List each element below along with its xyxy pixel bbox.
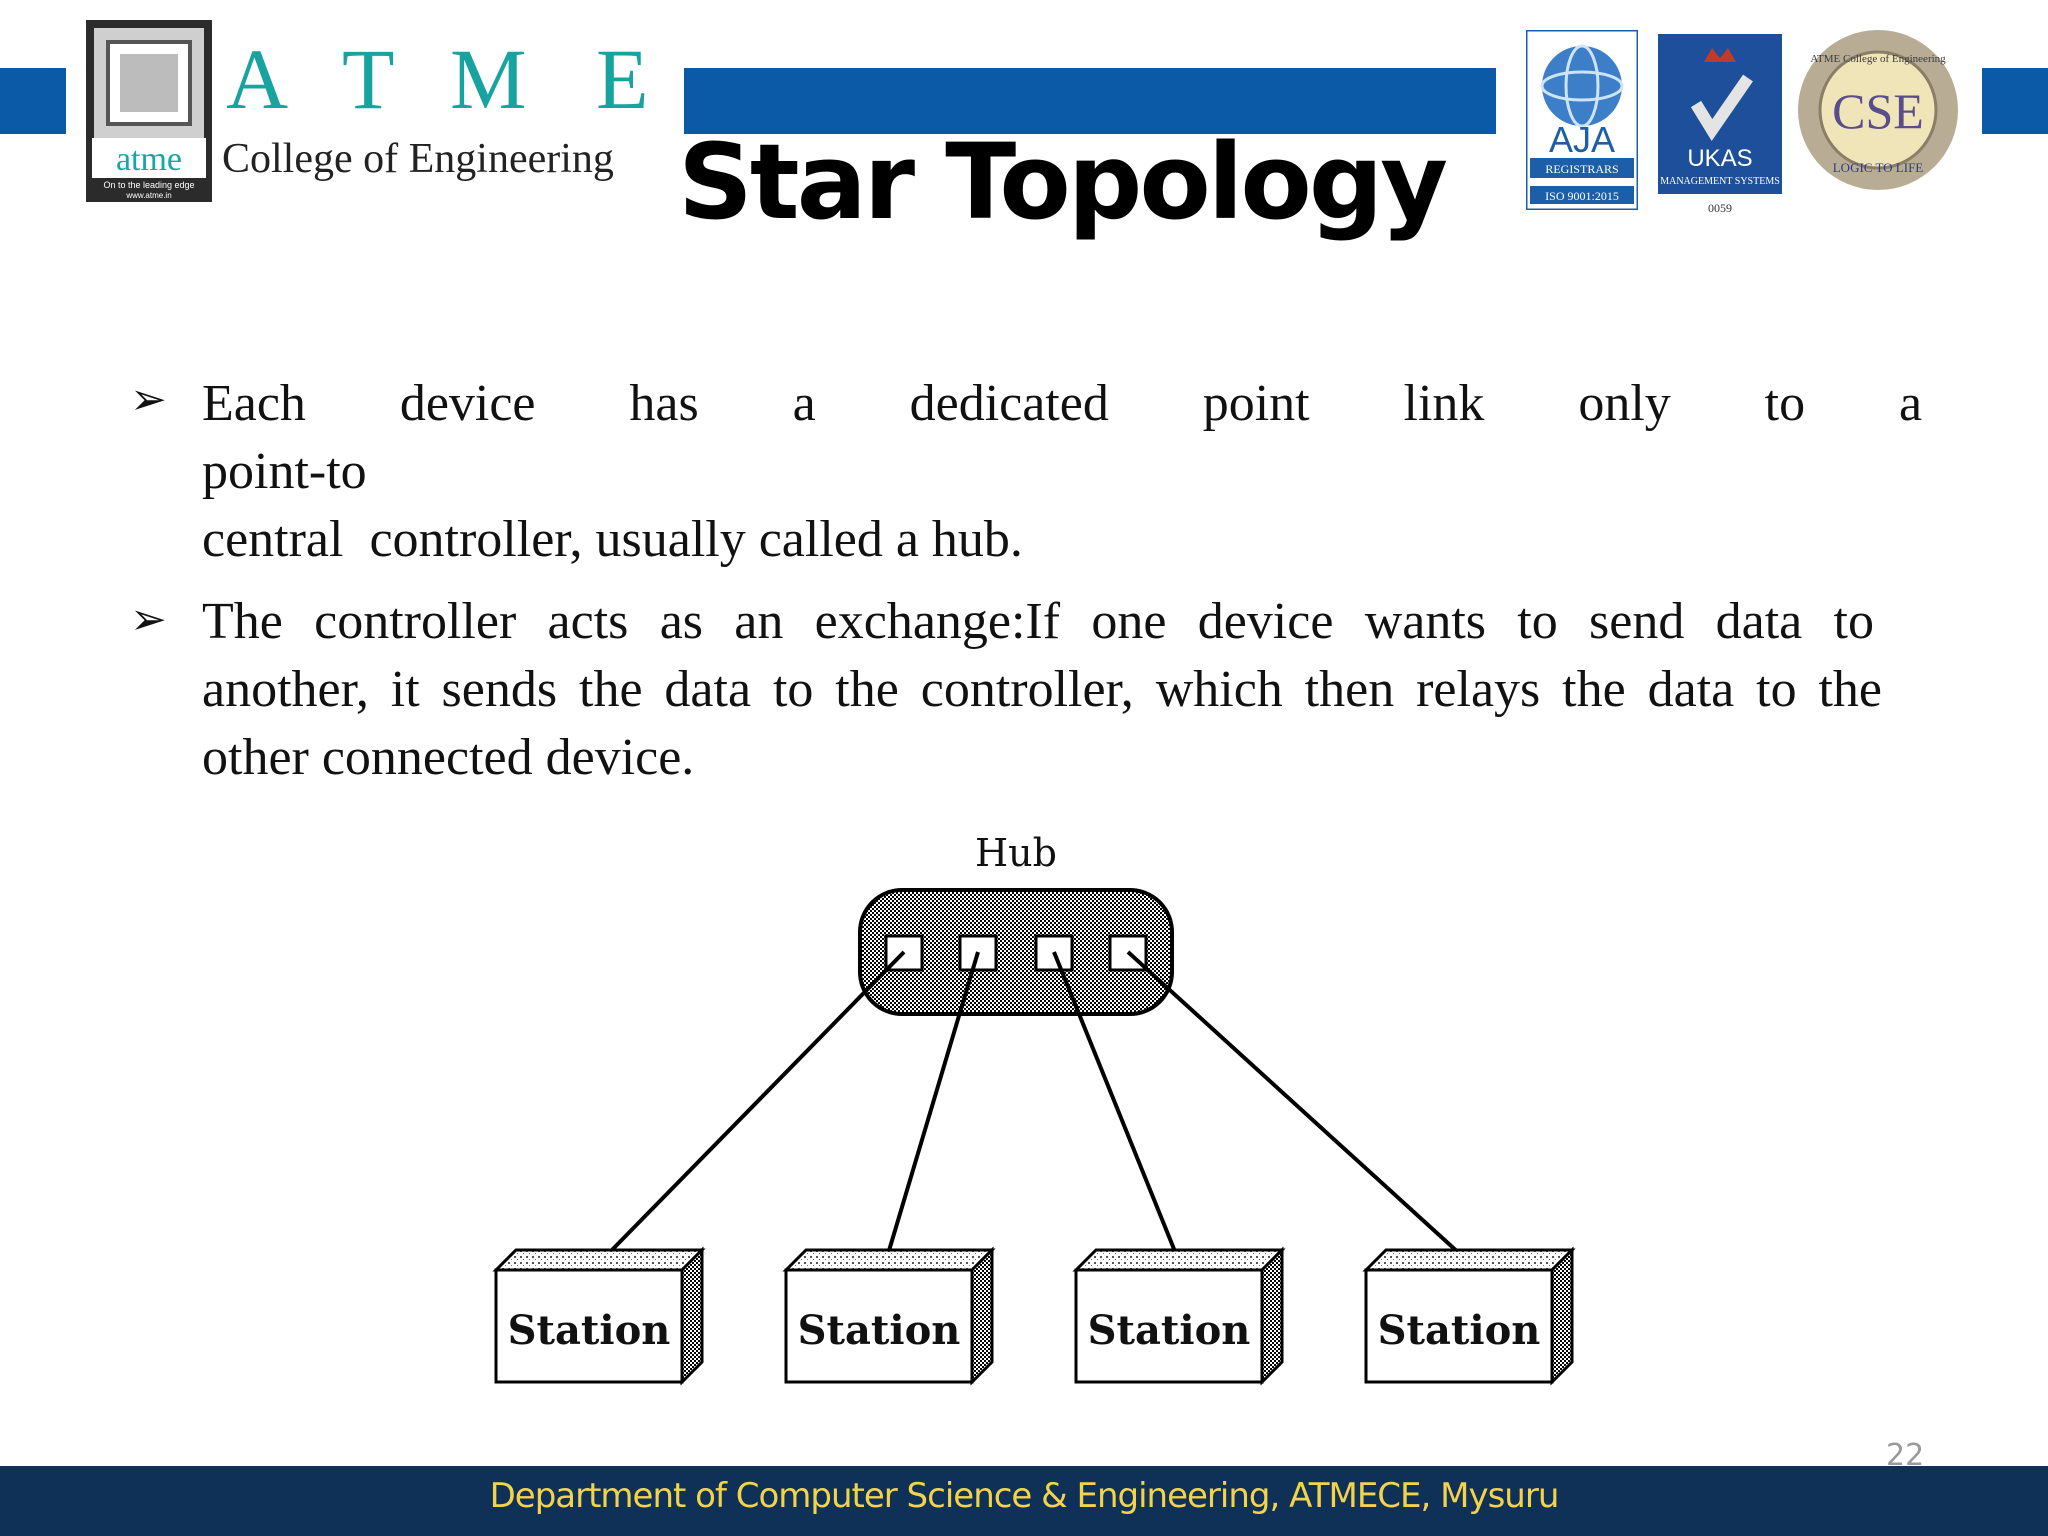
svg-text:M: M bbox=[450, 31, 526, 127]
ukas-logo: UKAS MANAGEMENT SYSTEMS 0059 bbox=[1658, 34, 1782, 224]
header-bar-left bbox=[0, 68, 66, 134]
svg-text:ATME College of Engineering: ATME College of Engineering bbox=[1810, 53, 1946, 65]
footer-text: Department of Computer Science & Enginee… bbox=[489, 1476, 1560, 1516]
svg-text:www.atme.in: www.atme.in bbox=[125, 191, 171, 200]
svg-text:atme: atme bbox=[116, 141, 182, 178]
svg-text:On to the leading edge: On to the leading edge bbox=[103, 180, 194, 190]
slide-title: Star Topology bbox=[678, 121, 1448, 243]
station-label: Station bbox=[798, 1307, 961, 1354]
station-node: Station bbox=[784, 1248, 994, 1384]
bullet-1-line-3: central controller, usually called a hub… bbox=[202, 511, 1023, 568]
header-bar-right bbox=[1982, 68, 2048, 134]
svg-text:UKAS: UKAS bbox=[1687, 145, 1752, 172]
link-line bbox=[1052, 951, 1178, 1255]
svg-text:MANAGEMENT SYSTEMS: MANAGEMENT SYSTEMS bbox=[1660, 176, 1780, 187]
hub-port bbox=[1108, 934, 1148, 972]
svg-text:REGISTRARS: REGISTRARS bbox=[1545, 162, 1618, 176]
college-logo-graphic: atme On to the leading edge www.atme.in … bbox=[86, 20, 649, 202]
bullet-2-line-2: another, it sends the data to the contro… bbox=[202, 661, 1882, 718]
svg-text:A: A bbox=[226, 31, 288, 127]
link-line bbox=[1126, 950, 1462, 1256]
station-label: Station bbox=[1088, 1307, 1251, 1354]
station-node: Station bbox=[1074, 1248, 1284, 1384]
svg-text:0059: 0059 bbox=[1708, 201, 1732, 215]
station-node: Station bbox=[494, 1248, 704, 1384]
bullet-1-line-2: point-to bbox=[202, 443, 367, 500]
station-label: Station bbox=[1378, 1307, 1541, 1354]
svg-text:T: T bbox=[342, 31, 395, 127]
link-line bbox=[886, 951, 980, 1255]
svg-text:LOGIC TO LIFE: LOGIC TO LIFE bbox=[1833, 160, 1924, 175]
bullet-2-line-3: other connected device. bbox=[202, 729, 695, 786]
header-bar-center bbox=[684, 68, 1496, 134]
link-line bbox=[606, 950, 906, 1256]
cse-logo: CSE ATME College of Engineering LOGIC TO… bbox=[1794, 26, 1962, 194]
hub-box bbox=[858, 888, 1174, 1016]
svg-text:College of Engineering: College of Engineering bbox=[222, 136, 614, 182]
bullet-arrow-icon: ➢ bbox=[130, 595, 167, 644]
hub-label: Hub bbox=[975, 831, 1057, 875]
station-node: Station bbox=[1364, 1248, 1574, 1384]
svg-text:AJA: AJA bbox=[1549, 119, 1615, 160]
bullet-1-line-1: Each device has a dedicated point link o… bbox=[202, 375, 1923, 432]
footer-bar: Department of Computer Science & Enginee… bbox=[0, 1466, 2048, 1536]
bullet-arrow-icon: ➢ bbox=[130, 375, 167, 424]
college-logo: atme On to the leading edge www.atme.in … bbox=[86, 20, 656, 204]
aja-logo: AJA REGISTRARS ISO 9001:2015 bbox=[1524, 28, 1640, 212]
svg-text:E: E bbox=[596, 31, 649, 127]
svg-text:CSE: CSE bbox=[1832, 83, 1924, 139]
station-label: Station bbox=[508, 1307, 671, 1354]
svg-text:ISO 9001:2015: ISO 9001:2015 bbox=[1545, 189, 1619, 203]
bullet-2-line-1: The controller acts as an exchange:If on… bbox=[202, 593, 1874, 650]
